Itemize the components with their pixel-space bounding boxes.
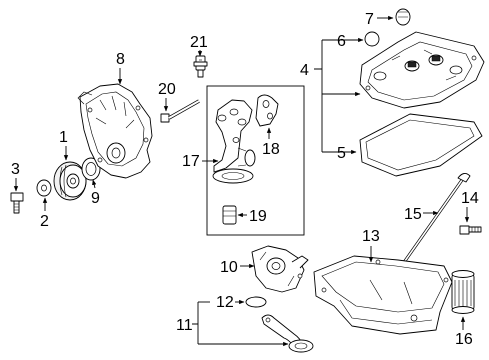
bolt-14 bbox=[459, 225, 482, 235]
bracket-11 bbox=[192, 302, 199, 344]
valve-cover-4 bbox=[359, 31, 485, 109]
oil-filter-16 bbox=[451, 270, 475, 314]
bracket-4-5 bbox=[314, 40, 323, 152]
gasket-18 bbox=[255, 94, 279, 127]
callout-8: 8 bbox=[116, 51, 125, 68]
oil-pan-13 bbox=[313, 255, 453, 335]
callout-21: 21 bbox=[190, 34, 208, 51]
oil-pickup-tube-11 bbox=[261, 314, 314, 353]
bolt-20 bbox=[160, 99, 200, 123]
callout-4: 4 bbox=[300, 62, 309, 79]
callout-20: 20 bbox=[158, 81, 176, 98]
callout-2: 2 bbox=[40, 213, 49, 230]
callout-14: 14 bbox=[461, 190, 479, 207]
callout-12: 12 bbox=[216, 294, 234, 311]
callout-16: 16 bbox=[455, 331, 473, 348]
bolt-3 bbox=[10, 192, 24, 214]
oil-filter-adapter-17 bbox=[212, 99, 256, 184]
callout-13: 13 bbox=[362, 228, 380, 245]
crank-pulley-1 bbox=[53, 161, 87, 201]
dipstick-15 bbox=[398, 173, 471, 269]
sensor-21 bbox=[193, 55, 208, 78]
callout-11: 11 bbox=[176, 317, 193, 334]
callout-10: 10 bbox=[220, 259, 238, 276]
oil-filter-adapter-group-box bbox=[206, 85, 305, 236]
callout-6: 6 bbox=[337, 33, 346, 50]
callout-19: 19 bbox=[249, 208, 267, 225]
seal-9 bbox=[81, 157, 101, 181]
callout-17: 17 bbox=[182, 153, 200, 170]
callout-18: 18 bbox=[262, 141, 280, 158]
callout-3: 3 bbox=[11, 161, 20, 178]
seal-6 bbox=[364, 31, 380, 47]
valve-cover-gasket-5 bbox=[359, 113, 483, 177]
callout-1: 1 bbox=[59, 129, 68, 146]
callout-5: 5 bbox=[337, 145, 346, 162]
oil-pump-10 bbox=[251, 245, 309, 293]
washer-2 bbox=[36, 179, 52, 197]
o-ring-12 bbox=[245, 296, 267, 308]
callout-9: 9 bbox=[91, 190, 100, 207]
leader-9 bbox=[92, 179, 97, 189]
timing-cover-8 bbox=[77, 83, 153, 179]
callout-7: 7 bbox=[365, 11, 374, 28]
connector-19 bbox=[222, 205, 237, 225]
callout-15: 15 bbox=[404, 206, 422, 223]
oil-cap-7 bbox=[395, 8, 411, 26]
